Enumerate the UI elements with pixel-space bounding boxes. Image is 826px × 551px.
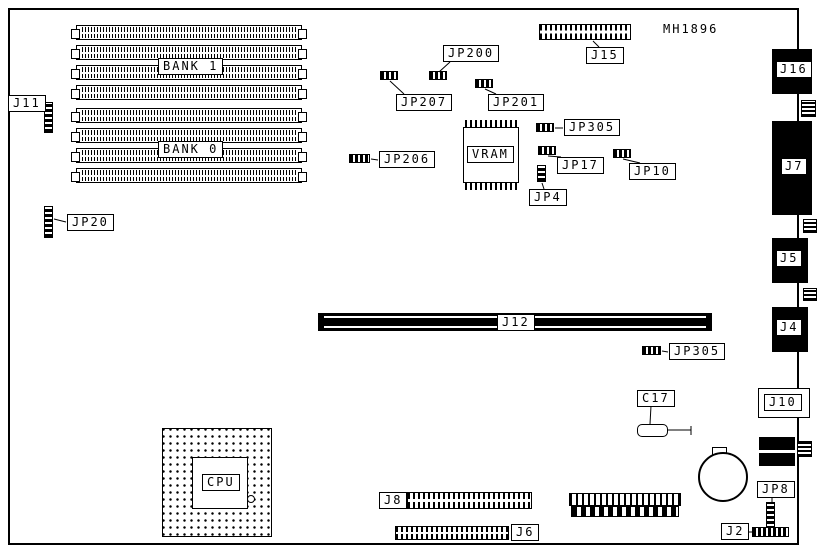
simm-slot-8 xyxy=(71,168,307,183)
bank1-label: BANK 1 xyxy=(158,58,224,75)
j11-connector xyxy=(44,102,53,133)
jp305-top-connector xyxy=(536,123,554,132)
jp206-label: JP206 xyxy=(379,151,436,168)
j5-label: J5 xyxy=(777,251,802,266)
j11-label: J11 xyxy=(8,95,46,112)
jp8-label: JP8 xyxy=(757,481,795,498)
jp201-connector xyxy=(475,79,493,88)
edge-connector-nub xyxy=(797,441,812,457)
j15-label: J15 xyxy=(586,47,624,64)
edge-connector-nub xyxy=(803,288,817,301)
j6-label: J6 xyxy=(511,524,540,541)
cpu-label: CPU xyxy=(202,474,240,491)
board-part-number: MH1896 xyxy=(663,22,719,36)
jp305-bottom-connector xyxy=(642,346,661,355)
vram-pins-top xyxy=(465,120,517,127)
power-connector-body xyxy=(571,506,679,517)
jp20-connector xyxy=(44,206,53,238)
cpu-pin1-marker xyxy=(247,495,255,503)
j7-label: J7 xyxy=(782,159,807,174)
jp20-label: JP20 xyxy=(67,214,114,231)
vram-label: VRAM xyxy=(467,146,514,163)
j6-connector xyxy=(395,526,509,540)
audio-jack-connector xyxy=(759,453,795,466)
jp207-connector xyxy=(380,71,398,80)
vram-pins-bottom xyxy=(465,183,517,190)
j8-connector xyxy=(407,492,532,509)
battery xyxy=(698,452,748,502)
jp200-connector xyxy=(429,71,447,80)
jp201-label: JP201 xyxy=(488,94,545,111)
j10-label: J10 xyxy=(764,394,802,411)
jp10-connector xyxy=(613,149,631,158)
j2-connector xyxy=(752,527,789,537)
j8-label: J8 xyxy=(379,492,408,509)
j15-connector xyxy=(539,24,631,40)
simm-slot-4 xyxy=(71,85,307,100)
edge-connector-nub xyxy=(801,100,816,117)
jp17-connector xyxy=(538,146,556,155)
jp206-connector xyxy=(349,154,370,163)
jp4-label: JP4 xyxy=(529,189,567,206)
jp200-label: JP200 xyxy=(443,45,500,62)
power-connector-pins xyxy=(569,493,681,506)
jp305-bottom-label: JP305 xyxy=(669,343,726,360)
c17-label: C17 xyxy=(637,390,675,407)
jp4-connector xyxy=(537,165,546,182)
j4-label: J4 xyxy=(777,320,802,335)
jp305-top-label: JP305 xyxy=(564,119,621,136)
j16-label: J16 xyxy=(777,62,811,77)
jp17-label: JP17 xyxy=(557,157,604,174)
j2-label: J2 xyxy=(721,523,750,540)
audio-jack-connector xyxy=(759,437,795,450)
j12-label: J12 xyxy=(497,314,535,331)
jp8-connector xyxy=(766,502,775,530)
edge-connector-nub xyxy=(803,219,817,233)
jp10-label: JP10 xyxy=(629,163,676,180)
bank0-label: BANK 0 xyxy=(158,141,224,158)
c17-capacitor xyxy=(637,424,668,437)
simm-slot-1 xyxy=(71,25,307,40)
simm-slot-5 xyxy=(71,108,307,123)
jp207-label: JP207 xyxy=(396,94,453,111)
